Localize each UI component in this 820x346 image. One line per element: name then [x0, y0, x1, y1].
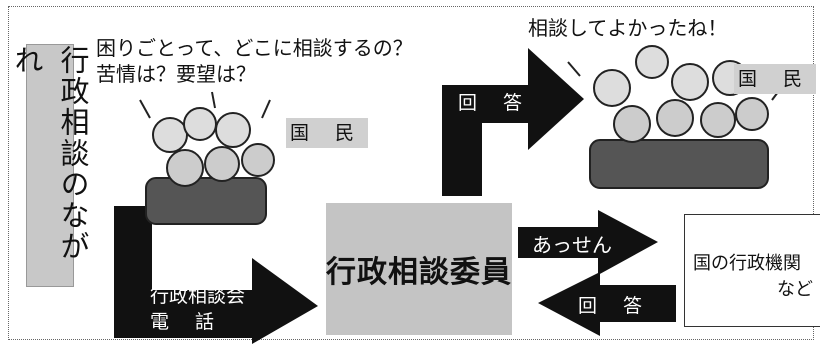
- mediation-label: あっせん: [532, 233, 612, 257]
- agency-line-1: 国の行政機関: [693, 253, 801, 274]
- answer-back-arrow: [538, 272, 676, 336]
- agency-box: 国の行政機関 など: [684, 214, 820, 327]
- committee-label: 行政相談委員: [326, 255, 512, 290]
- satisfied-caption: 相談してよかったね！: [528, 16, 728, 40]
- question-line-2: 苦情は？要望は？: [96, 62, 256, 86]
- committee-box: 行政相談委員: [326, 203, 512, 335]
- citizens-illustration-left: [139, 91, 275, 225]
- citizens-illustration-right: [567, 45, 785, 189]
- consult-arrow: [114, 206, 318, 344]
- sidebar-title: 行政相談のながれ: [10, 44, 90, 287]
- citizens-label-left: 国 民: [286, 118, 369, 148]
- question-line-1: 困りごとって、どこに相談するの？: [96, 36, 413, 60]
- answer-up-label: 回 答: [458, 92, 533, 114]
- meeting-label-1: 行政相談会: [150, 285, 246, 307]
- answer-up-arrow: [442, 48, 584, 196]
- agency-line-2: など: [777, 279, 813, 300]
- dotted-frame: [8, 6, 814, 340]
- answer-back-label: 回 答: [578, 295, 653, 317]
- meeting-label-2: 電 話: [150, 311, 225, 333]
- mediation-arrow: [518, 210, 658, 275]
- citizens-label-right: 国 民: [734, 64, 817, 94]
